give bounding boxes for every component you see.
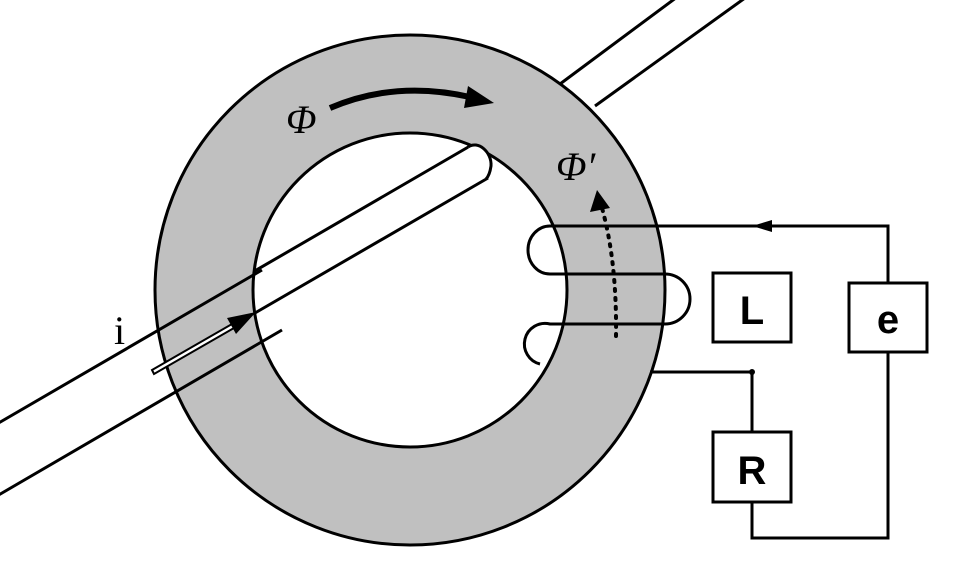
- conductor-far-segment: [559, 0, 745, 108]
- leakage-flux-arrow: [590, 190, 619, 338]
- conductor-hole-segment: [253, 144, 489, 370]
- current-label: i: [114, 308, 125, 353]
- resistor-box: R: [711, 430, 793, 504]
- main-flux-label: Φ: [286, 97, 316, 142]
- conductor-end-cap: [467, 143, 493, 181]
- winding-coil: [522, 224, 692, 366]
- inductor-box: L: [711, 271, 793, 344]
- resistor-label: R: [738, 449, 767, 493]
- current-arrow: [150, 312, 256, 376]
- toroid-core: [153, 33, 667, 547]
- source-label: e: [877, 298, 899, 342]
- circuit-junction: [749, 369, 755, 375]
- conductor-near-segment: [0, 268, 283, 496]
- source-box: e: [847, 281, 929, 354]
- circuit-direction-arrow: [752, 220, 772, 232]
- main-flux-arrow: [328, 86, 494, 111]
- leakage-flux-label: Φ′: [556, 144, 596, 189]
- inductor-label: L: [740, 289, 764, 333]
